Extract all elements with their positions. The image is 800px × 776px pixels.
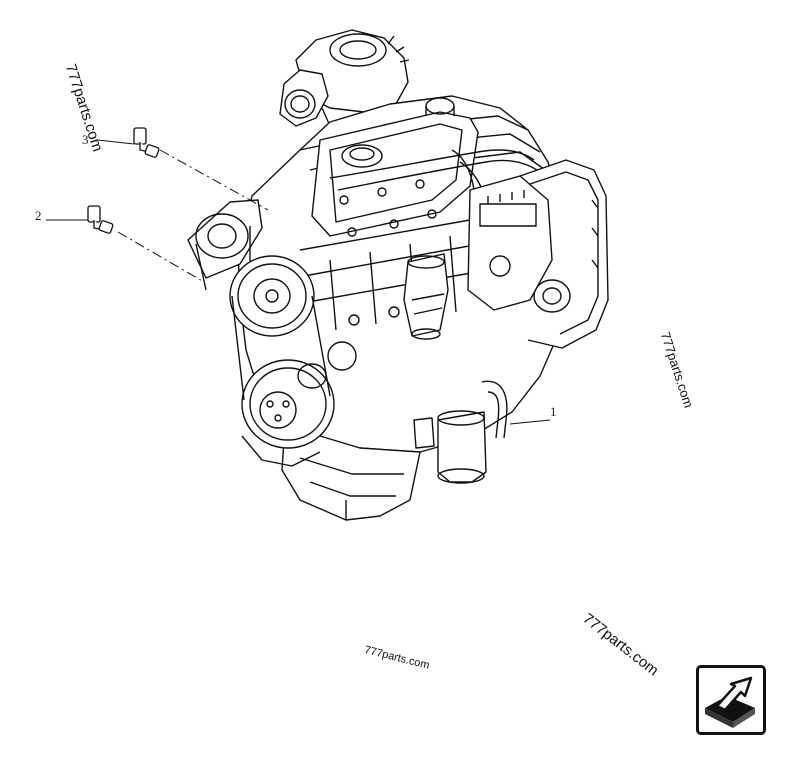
- elbow-fitting-2: [87, 205, 114, 234]
- fuel-filter: [403, 253, 449, 340]
- leader-lines: [46, 139, 551, 425]
- injection-pump: [467, 175, 553, 311]
- oil-sump: [281, 429, 421, 521]
- callout-3: 3: [82, 132, 89, 147]
- elbow-fitting-3: [133, 127, 160, 158]
- engine-block: [237, 95, 567, 453]
- front-end-accessories: [187, 199, 357, 467]
- arrow-into-box-icon: [705, 676, 755, 728]
- callout-1: 1: [550, 404, 557, 419]
- oil-filter: [413, 380, 508, 484]
- navigation-button[interactable]: [696, 665, 766, 735]
- callout-2: 2: [35, 208, 42, 223]
- turbocharger: [279, 29, 410, 129]
